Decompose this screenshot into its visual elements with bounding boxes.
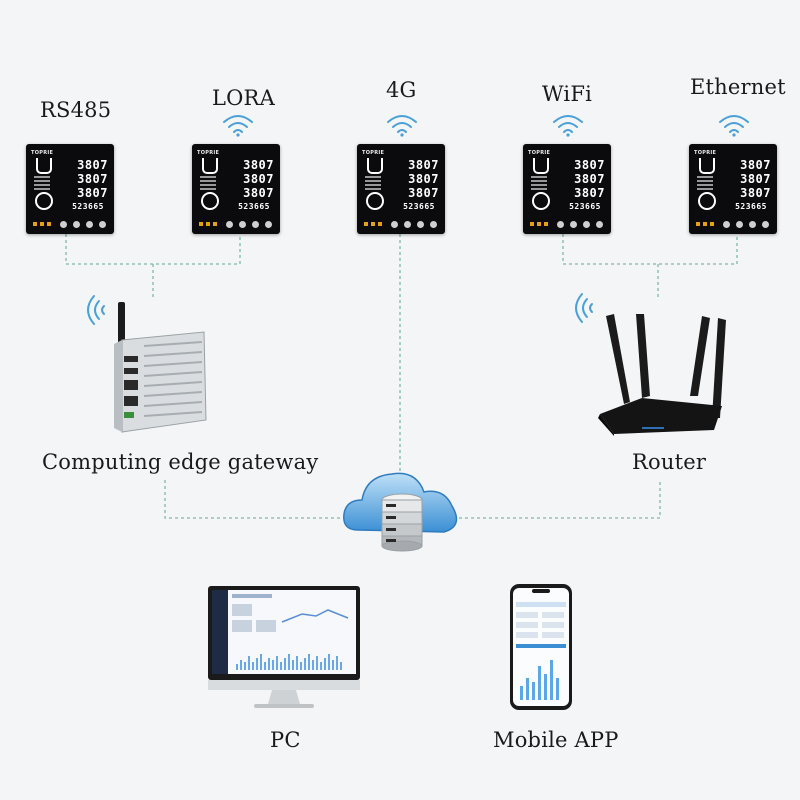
meter-brand: TOPRIE: [694, 150, 717, 156]
mobile-app-label: Mobile APP: [493, 728, 619, 752]
voltage-icon: [533, 158, 549, 174]
meter-buttons: [60, 221, 106, 228]
meter-brand: TOPRIE: [197, 150, 220, 156]
status-leds: [364, 222, 382, 226]
meter-brand: TOPRIE: [362, 150, 385, 156]
meter-buttons: [391, 221, 437, 228]
label-lora: LORA: [212, 86, 275, 110]
label-4g: 4G: [386, 78, 417, 102]
meter-buttons: [723, 221, 769, 228]
label-rs485: RS485: [40, 98, 112, 122]
indicator-icon: [34, 176, 50, 190]
meter-buttons: [226, 221, 272, 228]
meter-brand: TOPRIE: [31, 150, 54, 156]
meter-reading-1: 3807: [77, 158, 108, 172]
wireless-icon: [719, 115, 749, 137]
wireless-icon: [387, 115, 417, 137]
meter-reading-energy: 523665: [735, 202, 767, 211]
edge-gateway-device: [114, 302, 207, 433]
power-meter-ethernet: TOPRIE 3807 3807 3807 523665: [689, 144, 777, 234]
meter-reading-3: 3807: [408, 186, 439, 200]
label-ethernet: Ethernet: [690, 75, 786, 99]
meter-reading-2: 3807: [408, 172, 439, 186]
voltage-icon: [202, 158, 218, 174]
pc-label: PC: [270, 728, 301, 752]
meter-reading-2: 3807: [77, 172, 108, 186]
cloud-database-icon: [343, 472, 458, 552]
meter-reading-2: 3807: [574, 172, 605, 186]
meter-reading-3: 3807: [243, 186, 274, 200]
meter-reading-energy: 523665: [238, 202, 270, 211]
voltage-icon: [367, 158, 383, 174]
dial-icon: [201, 192, 219, 210]
power-meter-4g: TOPRIE 3807 3807 3807 523665: [357, 144, 445, 234]
indicator-icon: [531, 176, 547, 190]
meter-reading-2: 3807: [243, 172, 274, 186]
wireless-icon: [223, 115, 253, 137]
meter-reading-energy: 523665: [569, 202, 601, 211]
router-wireless-icon: [575, 293, 593, 323]
voltage-icon: [699, 158, 715, 174]
status-leds: [530, 222, 548, 226]
mobile-phone: [510, 584, 572, 710]
voltage-icon: [36, 158, 52, 174]
meter-reading-1: 3807: [740, 158, 771, 172]
dial-icon: [532, 192, 550, 210]
status-leds: [199, 222, 217, 226]
meter-reading-3: 3807: [77, 186, 108, 200]
meter-reading-1: 3807: [243, 158, 274, 172]
meter-reading-1: 3807: [574, 158, 605, 172]
meter-reading-energy: 523665: [403, 202, 435, 211]
meter-reading-energy: 523665: [72, 202, 104, 211]
dial-icon: [35, 192, 53, 210]
indicator-icon: [365, 176, 381, 190]
meter-reading-3: 3807: [574, 186, 605, 200]
power-meter-wifi: TOPRIE 3807 3807 3807 523665: [523, 144, 611, 234]
gateway-wireless-icon: [87, 295, 105, 325]
wireless-icon: [553, 115, 583, 137]
indicator-icon: [200, 176, 216, 190]
meter-brand: TOPRIE: [528, 150, 551, 156]
pc-monitor: [208, 586, 360, 708]
status-leds: [696, 222, 714, 226]
power-meter-lora: TOPRIE 3807 3807 3807 523665: [192, 144, 280, 234]
meter-reading-2: 3807: [740, 172, 771, 186]
router-device: [598, 314, 726, 436]
status-leds: [33, 222, 51, 226]
dial-icon: [366, 192, 384, 210]
meter-reading-1: 3807: [408, 158, 439, 172]
gateway-label: Computing edge gateway: [42, 450, 319, 474]
dial-icon: [698, 192, 716, 210]
meter-buttons: [557, 221, 603, 228]
meter-reading-3: 3807: [740, 186, 771, 200]
indicator-icon: [697, 176, 713, 190]
router-label: Router: [632, 450, 707, 474]
label-wifi: WiFi: [542, 82, 593, 106]
power-meter-rs485: TOPRIE 3807 3807 3807 523665: [26, 144, 114, 234]
